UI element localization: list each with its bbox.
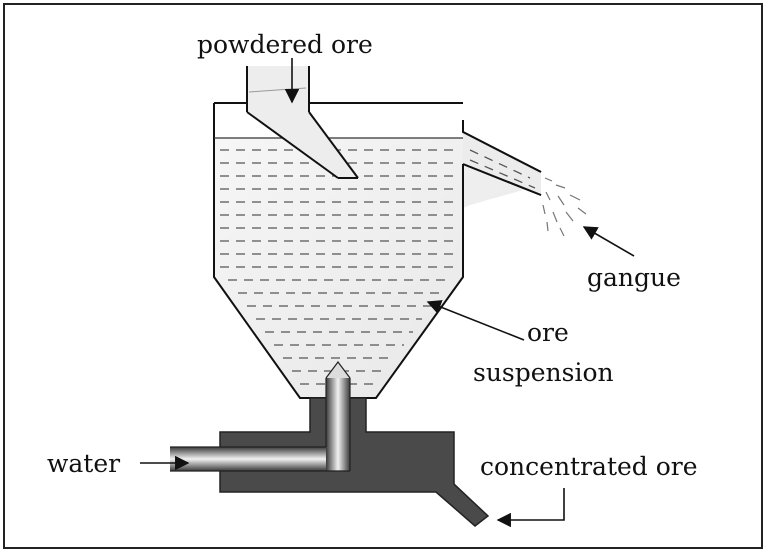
label-suspension: suspension <box>473 358 614 387</box>
hydraulic-classifier-tank <box>213 102 542 399</box>
water-inlet-pipe <box>170 361 351 472</box>
label-gangue: gangue <box>587 263 681 292</box>
gangue-arrow <box>582 226 635 257</box>
concentrated-ore-collector <box>219 397 490 527</box>
label-powdered-ore: powdered ore <box>197 30 373 59</box>
powdered-ore-feed-chute <box>246 66 359 179</box>
ore-suspension-dashes <box>220 149 536 385</box>
ore-suspension-arrow <box>426 300 525 341</box>
gangue-spray <box>542 177 587 237</box>
label-concentrated-ore: concentrated ore <box>480 452 698 481</box>
concentrated-ore-arrow <box>496 488 565 528</box>
label-water: water <box>47 449 120 478</box>
label-ore: ore <box>527 318 569 347</box>
